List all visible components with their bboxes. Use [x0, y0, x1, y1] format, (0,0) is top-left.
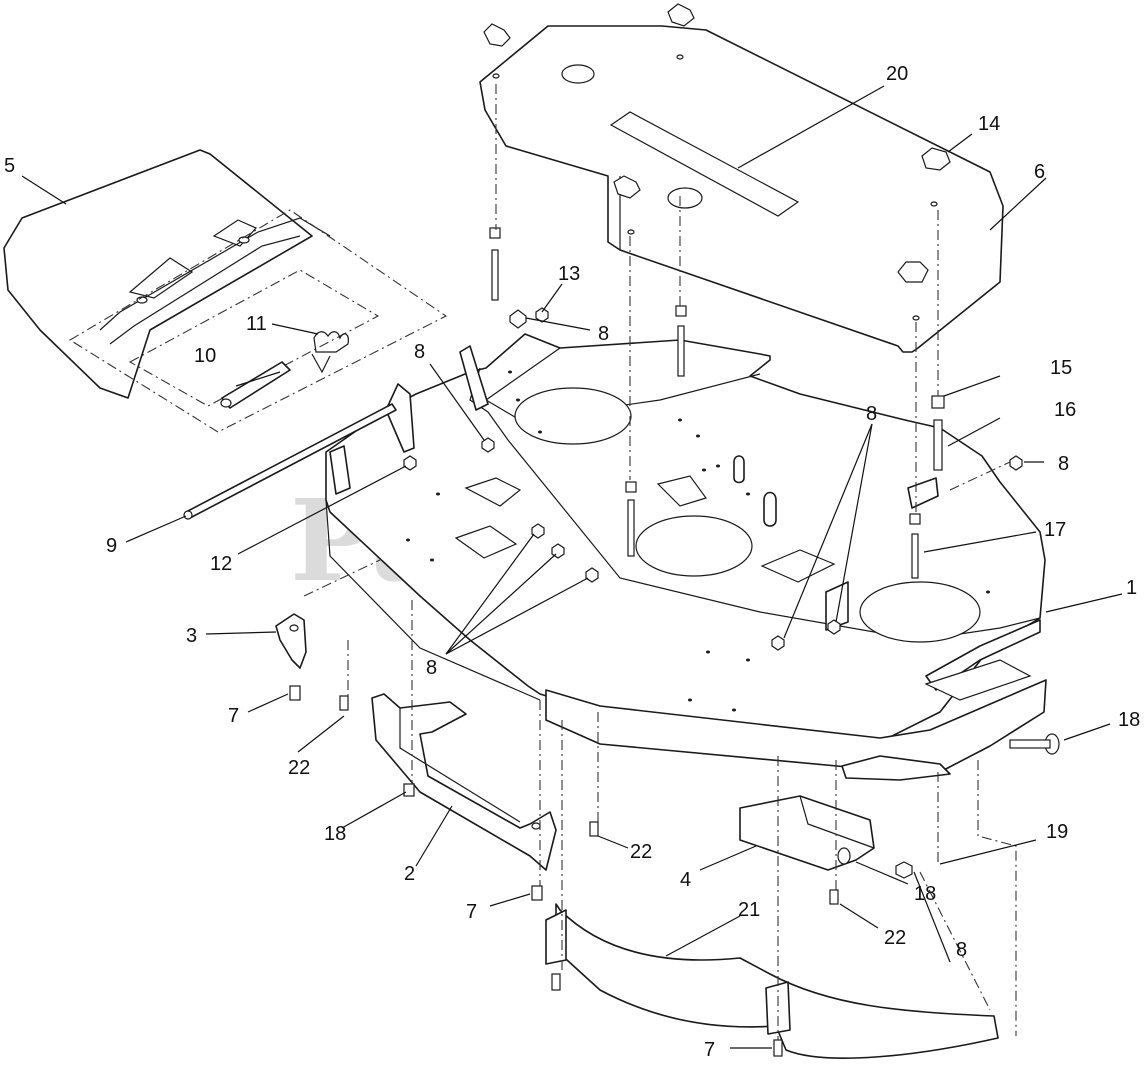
knob-icon-group [483, 3, 951, 283]
callout-9: 9 [106, 535, 117, 557]
rear-support-part [739, 795, 875, 871]
callout-19: 19 [1046, 821, 1068, 843]
baffle-part [545, 903, 999, 1059]
callout-8c: 8 [426, 657, 437, 679]
spring-rod-assembly [68, 209, 448, 433]
callout-22c: 22 [884, 927, 906, 949]
callout-1: 1 [1126, 577, 1137, 599]
hardware-nuts [403, 307, 1023, 879]
callout-14: 14 [978, 113, 1000, 135]
blade-opening [859, 581, 981, 643]
callout-3: 3 [186, 625, 197, 647]
pivot-rod-part [183, 403, 397, 520]
assembly-dash-lines [303, 84, 1017, 1040]
callout-8a: 8 [414, 341, 425, 363]
callout-22a: 22 [288, 757, 310, 779]
callout-18a: 18 [1118, 709, 1140, 731]
callout-8f: 8 [956, 939, 967, 961]
roller-part [221, 361, 291, 409]
callout-2: 2 [404, 863, 415, 885]
callout-7c: 7 [704, 1039, 715, 1061]
callout-8b: 8 [598, 323, 609, 345]
callout-18b: 18 [324, 823, 346, 845]
bracket-part [275, 613, 307, 669]
spring-icon [313, 331, 349, 353]
callout-5: 5 [4, 155, 15, 177]
stud-parts [489, 227, 945, 579]
bolt-parts [289, 685, 1060, 1057]
top-cover-part [479, 25, 1004, 353]
deck-body-part [325, 333, 1047, 781]
callout-16: 16 [1054, 399, 1076, 421]
callout-20: 20 [886, 63, 908, 85]
callout-13: 13 [558, 263, 580, 285]
decal-slot [609, 111, 800, 217]
callout-17: 17 [1044, 519, 1066, 541]
deflector-part [3, 149, 331, 399]
callout-18c: 18 [914, 883, 936, 905]
callout-21: 21 [738, 899, 760, 921]
callout-8e: 8 [1058, 453, 1069, 475]
callout-11: 11 [246, 313, 267, 335]
front-support-part [371, 693, 557, 871]
callout-labels: 1 2 3 4 5 6 7 7 7 8 8 8 8 8 8 9 10 11 12… [4, 63, 1140, 1061]
blade-opening [635, 515, 753, 577]
callout-22b: 22 [630, 841, 652, 863]
callout-12: 12 [210, 553, 232, 575]
callout-leaders [21, 85, 1123, 1049]
blade-opening [514, 387, 632, 445]
callout-6: 6 [1034, 161, 1045, 183]
callout-10: 10 [194, 345, 216, 367]
callout-7a: 7 [228, 705, 239, 727]
callout-4: 4 [680, 869, 691, 891]
callout-8d: 8 [866, 403, 877, 425]
callout-15: 15 [1050, 357, 1072, 379]
callout-7b: 7 [466, 901, 477, 923]
